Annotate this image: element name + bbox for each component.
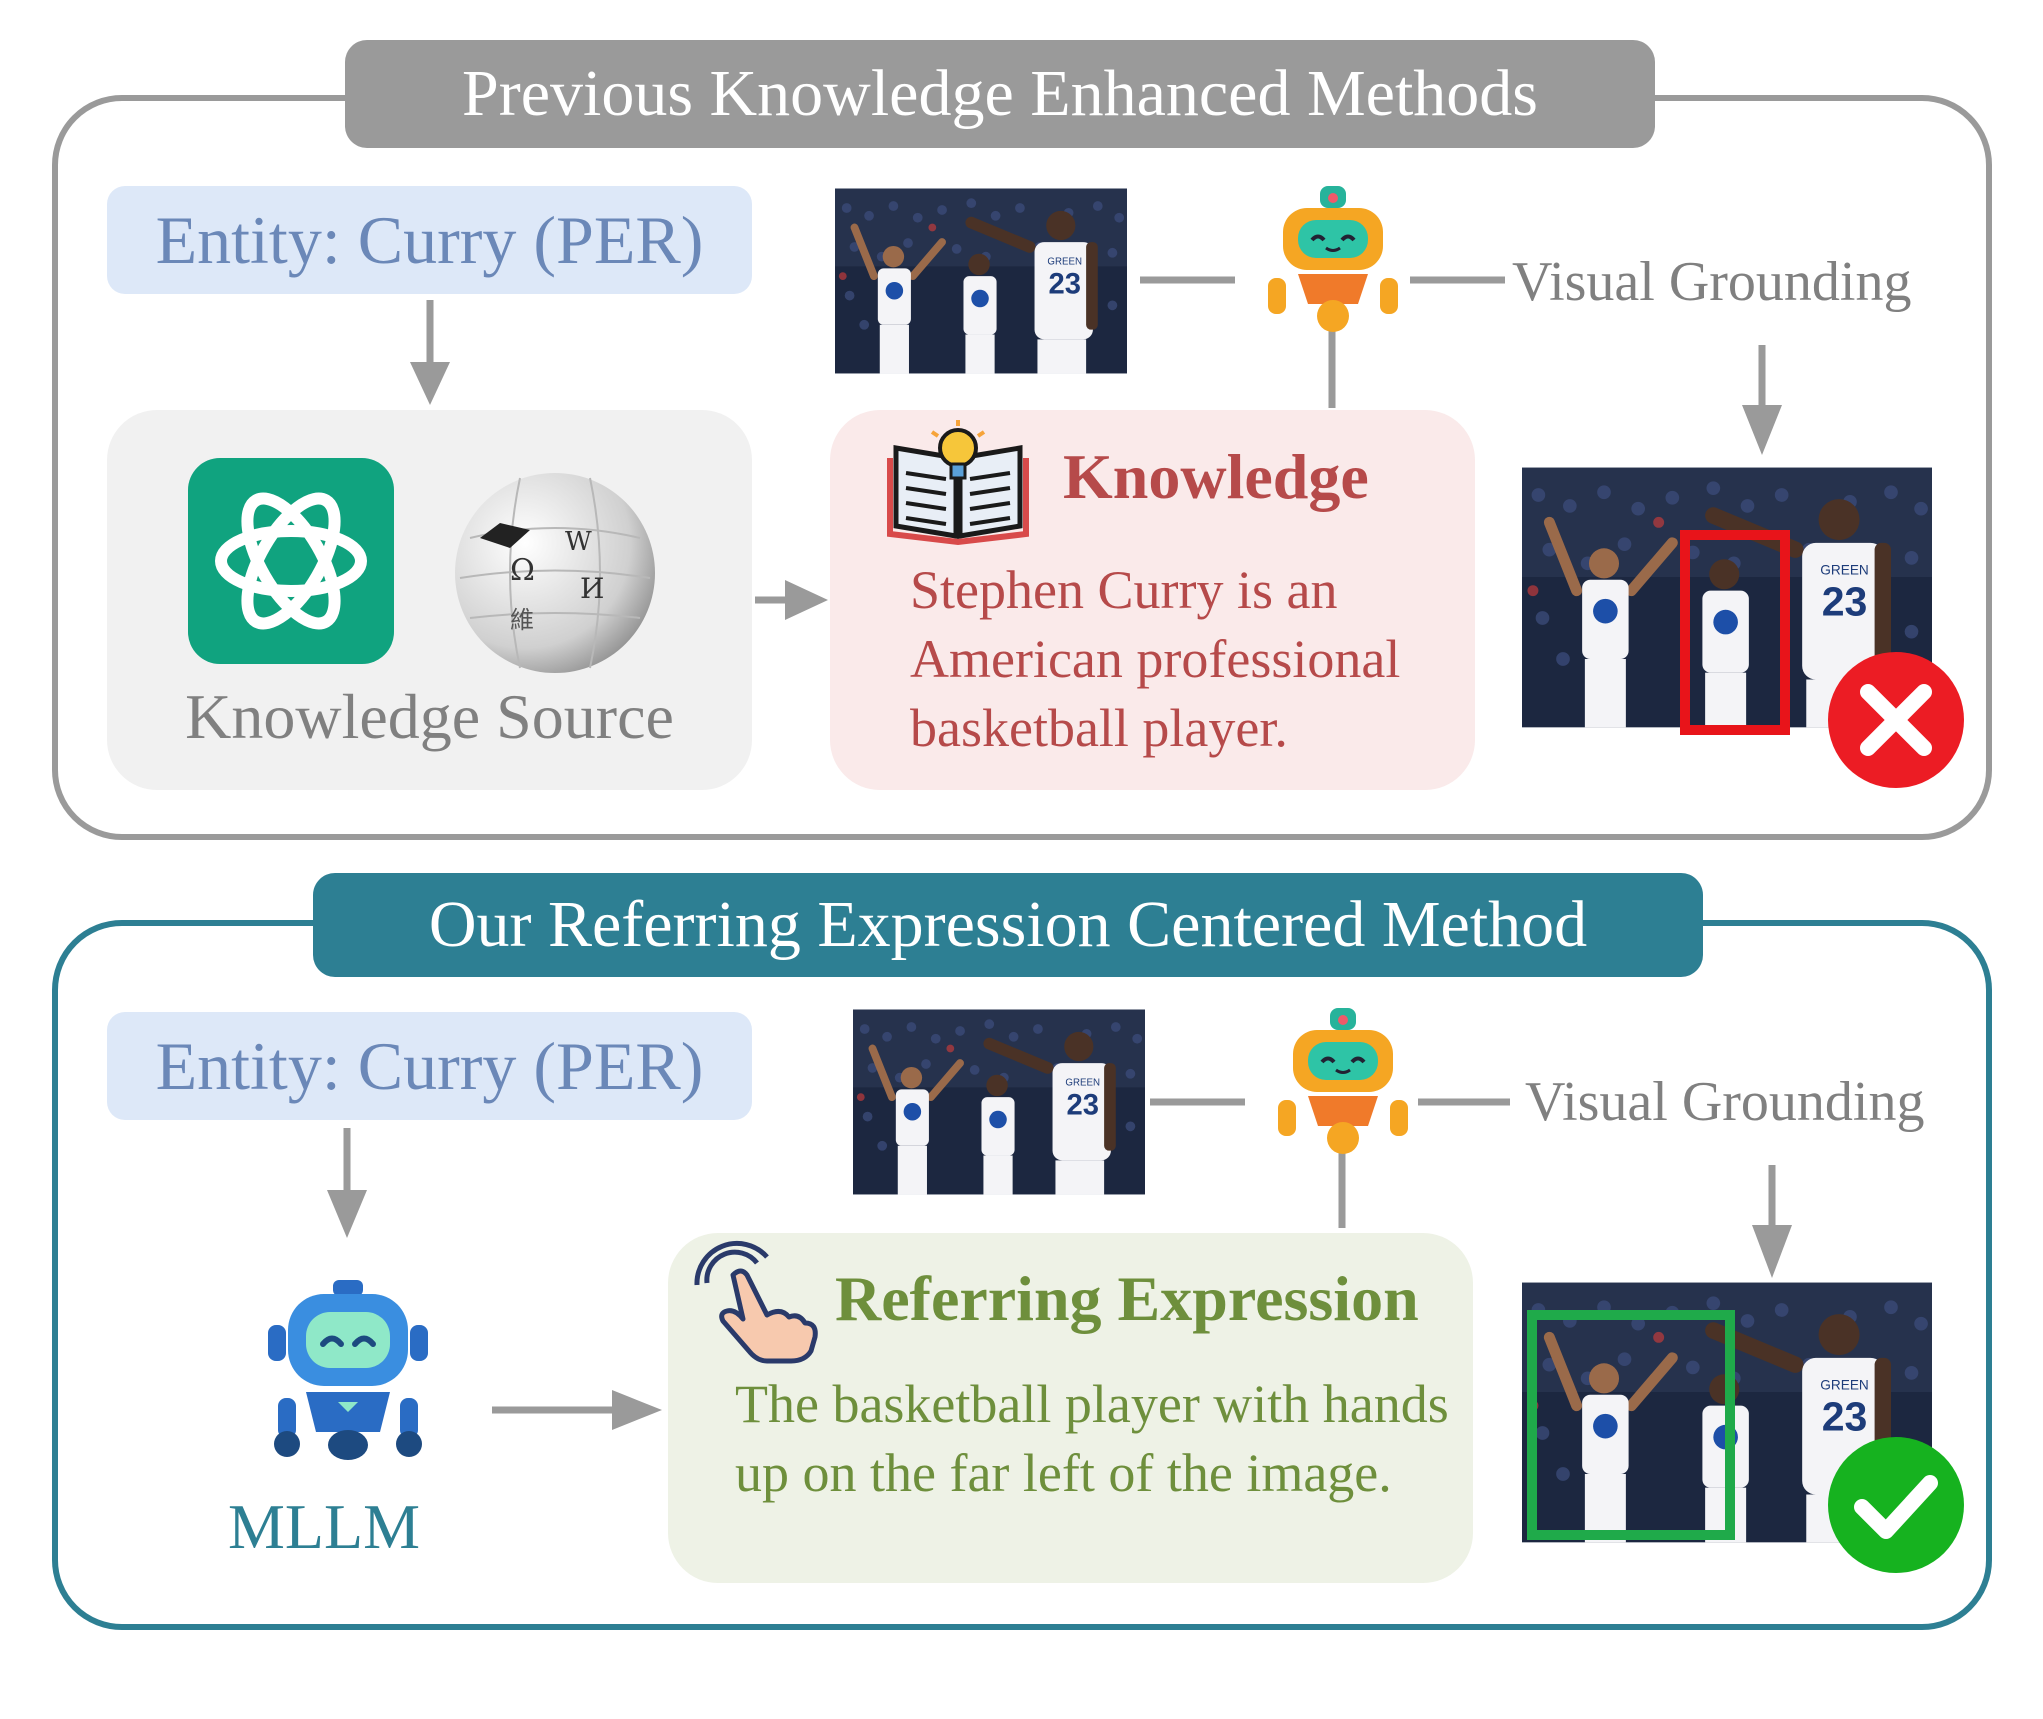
robot-icon [1278,1008,1408,1154]
knowledge-title: Knowledge [1063,441,1369,512]
robot-icon [1268,186,1398,332]
wrong-bounding-box [1680,530,1790,735]
wiki-glyph-w: W [565,527,592,557]
mllm-robot-icon [268,1280,428,1460]
entity-label-bottom: Entity: Curry (PER) [107,1012,752,1120]
check-icon [1828,1437,1964,1573]
visual-grounding-label-bottom: Visual Grounding [1525,1071,1925,1133]
chatgpt-icon [188,458,394,664]
visual-grounding-label-top: Visual Grounding [1512,251,1912,313]
input-photo-bottom [853,1007,1145,1197]
wiki-glyph-i: И [580,572,604,605]
correct-bounding-box [1527,1310,1735,1540]
cross-icon [1828,652,1964,788]
referring-expression-text: The basketball player with hands up on t… [735,1374,1449,1503]
referring-expression-title: Referring Expression [835,1263,1419,1334]
pointer-hand-icon [694,1240,818,1364]
knowledge-source-label: Knowledge Source [185,681,674,752]
entity-label-top: Entity: Curry (PER) [107,186,752,294]
book-lightbulb-icon [887,420,1029,546]
referring-expression-box [668,1233,1473,1583]
mllm-label: MLLM [228,1491,420,1562]
wikipedia-icon: Ω W И 維 [455,473,655,673]
wiki-glyph-omega: Ω [510,553,535,588]
our-method-header: Our Referring Expression Centered Method [313,873,1703,977]
wiki-glyph-cjk: 維 [510,606,534,634]
knowledge-text: Stephen Curry is an American professiona… [910,560,1401,758]
previous-methods-header: Previous Knowledge Enhanced Methods [345,40,1655,148]
